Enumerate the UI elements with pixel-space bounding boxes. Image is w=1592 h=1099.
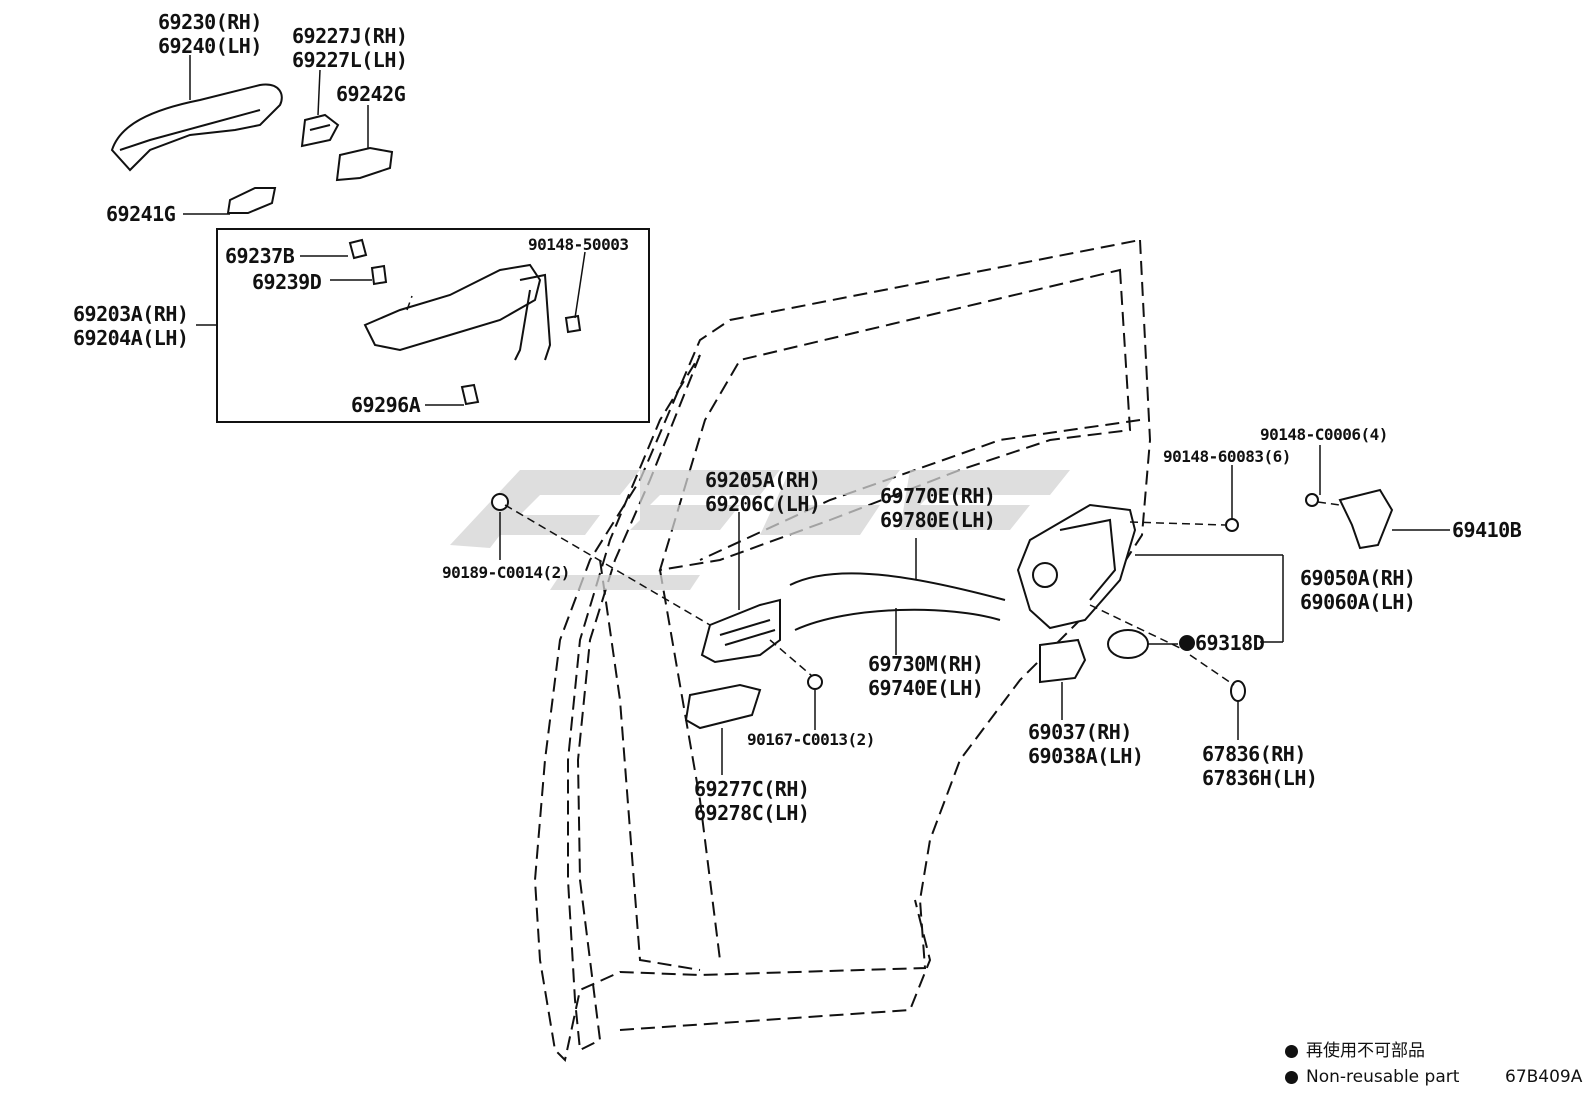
label-69237b: 69237B bbox=[225, 244, 295, 268]
gasket-part bbox=[226, 187, 277, 214]
door-frame-line bbox=[599, 559, 932, 1031]
label-69410b: 69410B bbox=[1452, 518, 1522, 542]
label-69203: 69203A(RH)69204A(LH) bbox=[73, 302, 189, 350]
label-69205: 69205A(RH)69206C(LH) bbox=[705, 468, 821, 516]
grommet-90189 bbox=[491, 493, 509, 511]
screw-90148-c0006 bbox=[1305, 493, 1319, 507]
handle-pad-part bbox=[335, 146, 394, 182]
label-69227: 69227J(RH)69227L(LH) bbox=[292, 24, 408, 72]
label-69050: 69050A(RH)69060A(LH) bbox=[1300, 566, 1416, 614]
label-90148-60083: 90148-60083(6) bbox=[1163, 447, 1291, 466]
label-67836: 67836(RH)67836H(LH) bbox=[1202, 742, 1318, 790]
screw-69296a bbox=[460, 383, 480, 406]
clip-69237b bbox=[348, 238, 368, 260]
label-69318d: 69318D bbox=[1195, 631, 1265, 655]
handle-cap-part bbox=[300, 113, 340, 148]
label-90148-c0006: 90148-C0006(4) bbox=[1260, 425, 1388, 444]
legend-bullet-icon bbox=[1285, 1044, 1298, 1058]
label-90189: 90189-C0014(2) bbox=[442, 563, 570, 582]
figure-code: 67B409A bbox=[1505, 1067, 1583, 1087]
inside-handle-part bbox=[700, 598, 781, 664]
label-69770: 69770E(RH)69780E(LH) bbox=[880, 484, 996, 532]
cable-69770e bbox=[789, 572, 1006, 601]
legend-text-en: Non-reusable part bbox=[1306, 1067, 1460, 1087]
label-69230: 69230(RH)69240(LH) bbox=[158, 10, 262, 58]
label-69239d: 69239D bbox=[252, 270, 322, 294]
legend-text-jp: 再使用不可部品 bbox=[1306, 1041, 1425, 1061]
cable-69730m bbox=[794, 608, 1001, 631]
label-90167: 90167-C0013(2) bbox=[747, 730, 875, 749]
screw-90148-50003 bbox=[564, 314, 582, 334]
washer-69318d bbox=[1107, 629, 1149, 659]
handle-frame-part bbox=[363, 263, 542, 352]
label-90148-50003: 90148-50003 bbox=[528, 235, 629, 254]
door-inner-outline bbox=[567, 354, 701, 1052]
label-69242g: 69242G bbox=[336, 82, 406, 106]
door-window-outline bbox=[658, 268, 1132, 572]
bezel-part bbox=[684, 683, 762, 730]
watermark-shape bbox=[450, 470, 1070, 590]
lock-base-part bbox=[1039, 638, 1087, 684]
legend: 再使用不可部品 Non-reusable part bbox=[1285, 1038, 1459, 1090]
legend-bullet-icon bbox=[1285, 1070, 1298, 1084]
screw-90167 bbox=[807, 674, 823, 690]
label-69241g: 69241G bbox=[106, 202, 176, 226]
label-69037: 69037(RH)69038A(LH) bbox=[1028, 720, 1144, 768]
label-69277: 69277C(RH)69278C(LH) bbox=[694, 777, 810, 825]
label-69730: 69730M(RH)69740E(LH) bbox=[868, 652, 984, 700]
non-reusable-marker bbox=[1179, 635, 1195, 651]
clip-69239d bbox=[370, 264, 388, 286]
door-lock-part bbox=[1016, 503, 1137, 630]
label-69296a: 69296A bbox=[351, 393, 421, 417]
seal-67836 bbox=[1230, 680, 1246, 702]
screw-90148-60083 bbox=[1225, 518, 1239, 532]
striker-part bbox=[1338, 488, 1394, 550]
